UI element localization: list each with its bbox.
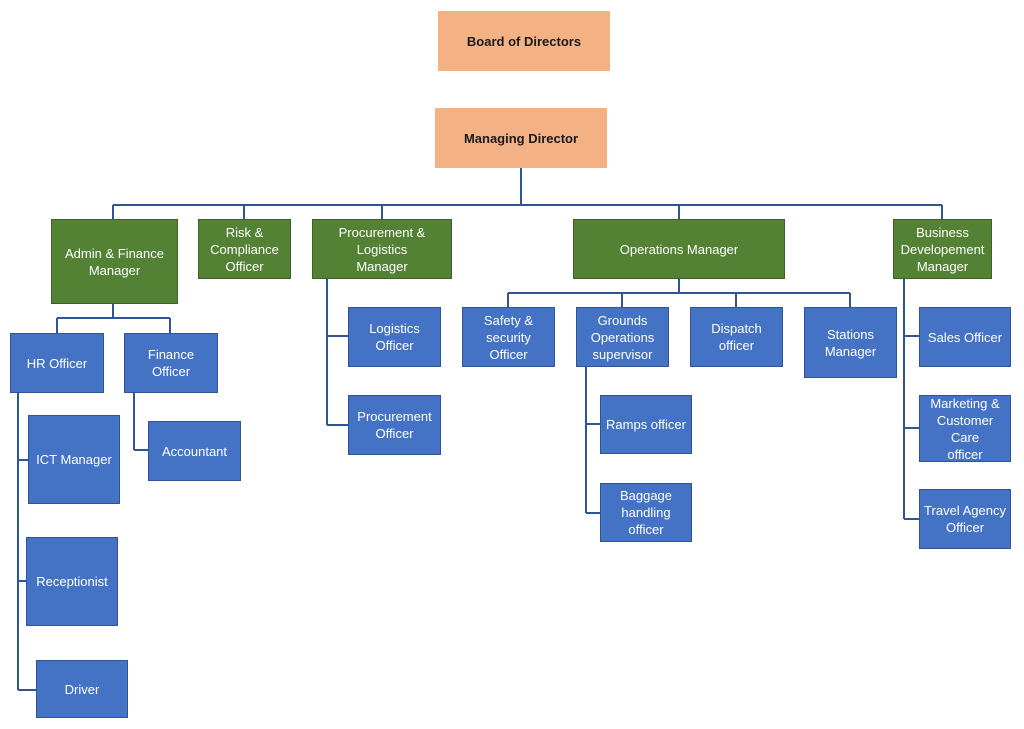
logistics-officer-label: Logistics Officer [369, 321, 420, 353]
business-development-manager-label: Business Developement Manager [900, 224, 985, 274]
procurement-logistics-manager-box: Procurement & Logistics Manager [312, 219, 452, 279]
dispatch-officer-label: Dispatch officer [711, 321, 762, 353]
marketing-customer-care-officer-box: Marketing & Customer Care officer [919, 395, 1011, 462]
receptionist-label: Receptionist [36, 574, 108, 589]
managing-director-label: Managing Director [463, 130, 579, 146]
procurement-officer-box: Procurement Officer [348, 395, 441, 455]
finance-officer-box: Finance Officer [124, 333, 218, 393]
ramps-officer-label: Ramps officer [606, 417, 686, 432]
accountant-box: Accountant [148, 421, 241, 481]
managing-director-box: Managing Director [435, 108, 607, 168]
stations-manager-label: Stations Manager [824, 326, 877, 359]
ict-manager-label: ICT Manager [36, 452, 112, 467]
grounds-operations-supervisor-box: Grounds Operations supervisor [576, 307, 669, 367]
travel-agency-officer-box: Travel Agency Officer [919, 489, 1011, 549]
accountant-label: Accountant [161, 443, 228, 459]
board-of-directors-box: Board of Directors [438, 11, 610, 71]
risk-compliance-officer-label: Risk & Compliance Officer [210, 224, 279, 274]
hr-officer-box: HR Officer [10, 333, 104, 393]
travel-agency-officer-label: Travel Agency Officer [924, 503, 1006, 535]
operations-manager-box: Operations Manager [573, 219, 785, 279]
dispatch-officer-box: Dispatch officer [690, 307, 783, 367]
baggage-handling-officer-label: Baggage handling officer [619, 488, 673, 537]
marketing-customer-care-officer-label: Marketing & Customer Care officer [930, 395, 1000, 462]
baggage-handling-officer-box: Baggage handling officer [600, 483, 692, 542]
business-development-manager-box: Business Developement Manager [893, 219, 992, 279]
finance-officer-label: Finance Officer [147, 347, 195, 379]
procurement-logistics-manager-label: Procurement & Logistics Manager [338, 224, 426, 274]
sales-officer-label: Sales Officer [927, 329, 1003, 345]
admin-finance-manager-label: Admin & Finance Manager [65, 245, 164, 278]
logistics-officer-box: Logistics Officer [348, 307, 441, 367]
board-of-directors-label: Board of Directors [466, 33, 582, 49]
safety-security-officer-box: Safety & security Officer [462, 307, 555, 367]
risk-compliance-officer-box: Risk & Compliance Officer [198, 219, 291, 279]
safety-security-officer-label: Safety & security Officer [483, 312, 534, 362]
procurement-officer-label: Procurement Officer [357, 409, 432, 441]
driver-label: Driver [64, 681, 100, 697]
admin-finance-manager-box: Admin & Finance Manager [51, 219, 178, 304]
receptionist-box: Receptionist [26, 537, 118, 626]
sales-officer-box: Sales Officer [919, 307, 1011, 367]
stations-manager-box: Stations Manager [804, 307, 897, 378]
ict-manager-box: ICT Manager [28, 415, 120, 504]
operations-manager-label: Operations Manager [619, 241, 739, 257]
hr-officer-label: HR Officer [26, 355, 88, 371]
ramps-officer-box: Ramps officer [600, 395, 692, 454]
grounds-operations-supervisor-label: Grounds Operations supervisor [590, 312, 655, 362]
driver-box: Driver [36, 660, 128, 718]
